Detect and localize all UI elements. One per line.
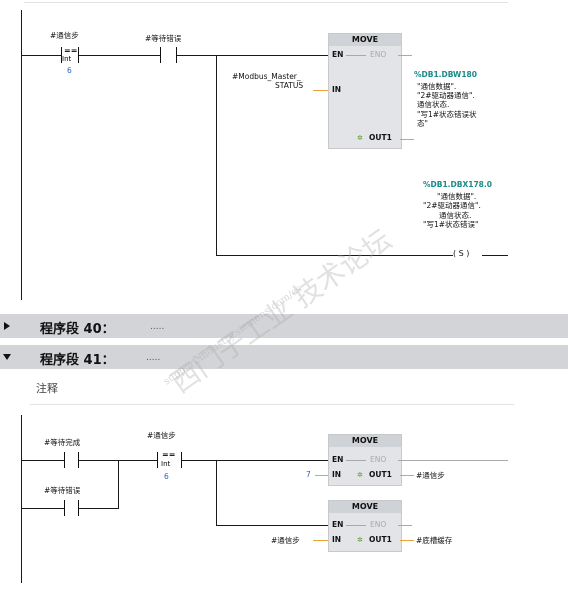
move-a-in-pin: IN	[332, 470, 342, 479]
move-block[interactable]: MOVE	[328, 33, 402, 149]
move-title: MOVE	[329, 34, 401, 46]
compare-contact[interactable]: == Int	[62, 47, 78, 63]
out-operand-line5: 态"	[417, 119, 428, 128]
out-wire	[400, 139, 414, 140]
expand-arrow-icon[interactable]	[4, 322, 10, 330]
move-b-en-pin: EN	[332, 520, 344, 529]
compare-contact-label: #通信步	[147, 431, 176, 440]
move-a-en-pin: EN	[332, 455, 344, 464]
move-b-in-wire	[313, 540, 328, 541]
move-a-eno-pin: ENO	[370, 455, 387, 464]
network-40-header[interactable]: 程序段 40： .....	[0, 314, 568, 338]
move-b-out-pin: OUT1	[369, 535, 392, 544]
compare-contact-right	[78, 47, 79, 63]
move-a-title: MOVE	[329, 435, 401, 447]
move-b-eno-wire	[398, 525, 412, 526]
compare-contact-right	[181, 452, 182, 468]
move-b-en-eno-link	[346, 525, 366, 526]
left-power-rail	[21, 10, 22, 300]
coil-line1: "通信数据".	[437, 192, 477, 201]
watermark: 西门子工业 技术论坛	[164, 222, 398, 400]
move-en-pin: EN	[332, 50, 344, 59]
out-operand-address: %DB1.DBW180	[414, 70, 477, 79]
coil-address: %DB1.DBX178.0	[423, 180, 492, 189]
no-contact-right	[176, 47, 177, 63]
or-branch-right	[118, 460, 119, 508]
coil-line3: 通信状态.	[439, 211, 472, 220]
move-a-in-wire	[315, 475, 328, 476]
set-coil[interactable]: ( S )	[453, 249, 470, 258]
coil-out-wire	[482, 255, 508, 256]
coil-wire	[216, 255, 456, 256]
network-41-comment[interactable]: 注释	[36, 382, 58, 395]
compare-contact[interactable]: == Int	[157, 451, 181, 469]
move-b-eno-pin: ENO	[370, 520, 387, 529]
compare-type: Int	[161, 460, 171, 468]
compare-value: 6	[164, 472, 169, 481]
branch-wire	[216, 55, 217, 255]
out-operand-line4: "写1#状态错误状	[417, 110, 477, 119]
compare-type: Int	[62, 55, 72, 63]
eno-wire	[398, 55, 412, 56]
move-a-out-operand: #通信步	[416, 471, 445, 480]
left-power-rail	[21, 415, 22, 583]
contact-done-left	[64, 452, 65, 468]
contact-done-right	[78, 452, 79, 468]
move-a-in-value: 7	[306, 470, 311, 479]
collapse-arrow-icon[interactable]	[3, 354, 11, 360]
out-operand-line2: "2#驱动器通信".	[417, 91, 475, 100]
coil-line2: "2#驱动器通信".	[423, 201, 481, 210]
contact-done-label: #等待完成	[44, 438, 81, 447]
compare-contact-label: #通信步	[50, 31, 79, 40]
compare-operator: ==	[162, 450, 176, 459]
en-eno-link	[346, 55, 366, 56]
contact-error-label: #等待错误	[44, 486, 81, 495]
no-contact-left	[160, 47, 161, 63]
gear-icon: ✲	[357, 536, 363, 544]
in-operand-line2: STATUS	[275, 81, 304, 90]
contact-error[interactable]	[64, 500, 78, 516]
move-a-out-wire	[400, 475, 414, 476]
move-a-out-pin: OUT1	[369, 470, 392, 479]
compare-value: 6	[67, 66, 72, 75]
move-in-pin: IN	[332, 85, 342, 94]
out-operand-line1: "通信数据".	[417, 82, 457, 91]
move-eno-pin: ENO	[370, 50, 387, 59]
network-41-header[interactable]: 程序段 41： .....	[0, 345, 568, 369]
out-operand-line3: 通信状态.	[417, 100, 450, 109]
no-contact-label: #等待错误	[145, 34, 182, 43]
move-a-en-eno-link	[346, 460, 366, 461]
move-b-in-operand: #通信步	[271, 536, 300, 545]
gear-icon: ✲	[357, 134, 363, 142]
in-wire	[313, 90, 328, 91]
move-b-en-wire	[216, 525, 328, 526]
move-b-out-wire	[400, 540, 414, 541]
move-block-b[interactable]: MOVE	[328, 500, 402, 552]
move-a-eno-wire	[398, 460, 508, 461]
move-b-branch	[216, 460, 217, 525]
network-41-title: 程序段 41：	[40, 353, 115, 368]
move-b-title: MOVE	[329, 501, 401, 513]
network-top-divider	[24, 2, 508, 3]
network-40-comment-ellipsis: .....	[150, 322, 165, 332]
no-contact[interactable]	[160, 47, 176, 63]
move-b-in-pin: IN	[332, 535, 342, 544]
gear-icon: ✲	[357, 471, 363, 479]
contact-error-left	[64, 500, 65, 516]
network-41-comment-ellipsis: .....	[146, 353, 161, 363]
in-operand-line1: #Modbus_Master_	[232, 72, 301, 81]
compare-operator: ==	[64, 46, 78, 55]
network-40-title: 程序段 40：	[40, 322, 115, 337]
contact-done[interactable]	[64, 452, 78, 468]
compare-contact-left	[61, 47, 62, 63]
contact-error-right	[78, 500, 79, 516]
comment-divider	[30, 404, 514, 405]
coil-line4: "写1#状态错误"	[423, 220, 479, 229]
compare-contact-left	[157, 452, 158, 468]
move-out-pin: OUT1	[369, 133, 392, 142]
move-b-out-operand: #底槽缓存	[416, 536, 453, 545]
